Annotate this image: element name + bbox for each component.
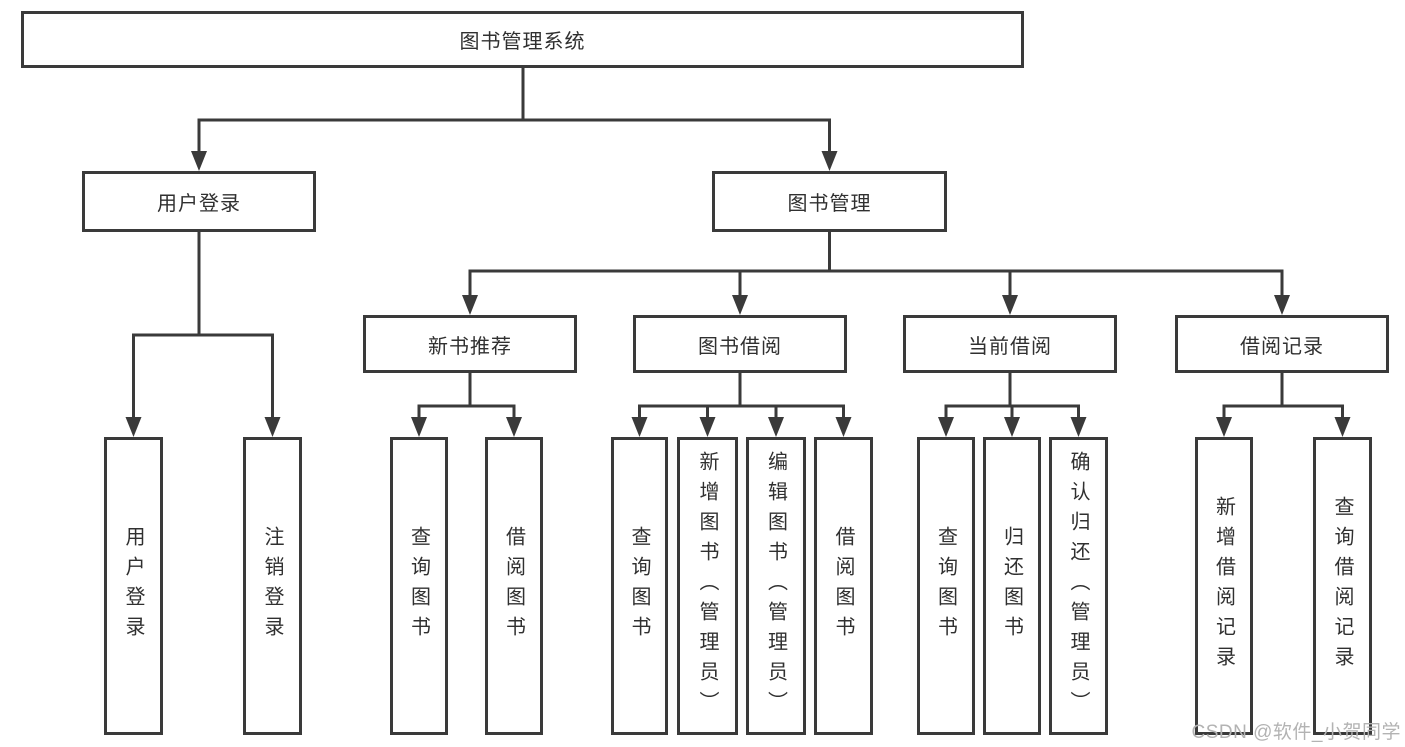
node-user-login-label: 用户登录 xyxy=(157,193,241,215)
arrowhead xyxy=(462,295,478,315)
leaf-user-login-label: 用户登录 xyxy=(122,526,144,646)
arrowhead xyxy=(699,417,716,437)
arrowhead xyxy=(938,417,954,437)
node-current-borrow-label: 当前借阅 xyxy=(968,335,1052,358)
connector-user-login-to-leaves xyxy=(132,230,274,427)
node-root: 图书管理系统 xyxy=(21,11,1024,68)
node-new-book-recommend-label: 新书推荐 xyxy=(428,335,512,358)
node-book-borrow-label: 图书借阅 xyxy=(698,335,782,358)
leaf-user-login: 用户登录 xyxy=(104,437,163,735)
leaf-add-book-admin: 新增图书（管理员） xyxy=(677,437,738,735)
leaf-add-borrow-record-label: 新增借阅记录 xyxy=(1212,496,1235,676)
arrowhead xyxy=(821,151,838,171)
leaf-return-books: 归还图书 xyxy=(983,437,1041,735)
leaf-add-borrow-record: 新增借阅记录 xyxy=(1195,437,1253,735)
node-user-login: 用户登录 xyxy=(82,171,316,232)
arrowhead xyxy=(506,417,522,437)
connector-root-to-level2 xyxy=(197,66,831,160)
arrowhead xyxy=(1216,417,1232,437)
leaf-borrow-books: 借阅图书 xyxy=(814,437,873,735)
leaf-confirm-return-admin-label: 确认归还（管理员） xyxy=(1067,451,1089,721)
leaf-query-borrow-record-label: 查询借阅记录 xyxy=(1331,496,1353,676)
leaf-borrow-books-label: 借阅图书 xyxy=(832,526,854,646)
leaf-borrow-books-recommend: 借阅图书 xyxy=(485,437,543,735)
leaf-query-books-recommend-label: 查询图书 xyxy=(407,526,430,646)
leaf-query-books-recommend: 查询图书 xyxy=(390,437,448,735)
leaf-edit-book-admin-label: 编辑图书（管理员） xyxy=(764,451,787,721)
connector-book-borrow-to-leaves xyxy=(638,371,845,427)
node-book-borrow: 图书借阅 xyxy=(633,315,847,373)
arrowhead xyxy=(1334,417,1351,437)
leaf-query-books-borrow: 查询图书 xyxy=(611,437,668,735)
arrowhead xyxy=(732,295,748,315)
arrowhead xyxy=(1070,417,1087,437)
leaf-confirm-return-admin: 确认归还（管理员） xyxy=(1049,437,1108,735)
arrowhead xyxy=(1004,417,1020,437)
node-root-label: 图书管理系统 xyxy=(459,31,586,53)
leaf-borrow-books-recommend-label: 借阅图书 xyxy=(502,526,525,646)
leaf-add-book-admin-label: 新增图书（管理员） xyxy=(696,451,718,721)
arrowhead xyxy=(264,417,281,437)
csdn-watermark: CSDN @软件_小贺同学 xyxy=(1191,722,1401,743)
arrowhead xyxy=(411,417,427,437)
arrowhead xyxy=(1274,295,1290,315)
leaf-logout-label: 注销登录 xyxy=(261,526,283,646)
leaf-query-books-borrow-label: 查询图书 xyxy=(628,526,650,646)
arrowhead xyxy=(768,417,784,437)
connector-new-book-recommend-to-leaves xyxy=(417,371,516,427)
leaf-query-books-current: 查询图书 xyxy=(917,437,975,735)
leaf-query-borrow-record: 查询借阅记录 xyxy=(1313,437,1372,735)
node-borrow-records: 借阅记录 xyxy=(1175,315,1389,373)
arrowhead xyxy=(1002,295,1018,315)
node-new-book-recommend: 新书推荐 xyxy=(363,315,577,373)
arrowhead xyxy=(835,417,852,437)
connector-current-borrow-to-leaves xyxy=(944,371,1080,427)
node-book-management-label: 图书管理 xyxy=(787,193,872,215)
arrowhead xyxy=(191,151,207,171)
connector-borrow-records-to-leaves xyxy=(1222,371,1344,427)
node-current-borrow: 当前借阅 xyxy=(903,315,1117,373)
arrowhead xyxy=(125,417,142,437)
arrowhead xyxy=(631,417,648,437)
node-borrow-records-label: 借阅记录 xyxy=(1240,335,1324,358)
connector-book-management-to-level3 xyxy=(468,230,1284,305)
leaf-query-books-current-label: 查询图书 xyxy=(934,526,957,646)
node-book-management: 图书管理 xyxy=(712,171,947,232)
leaf-edit-book-admin: 编辑图书（管理员） xyxy=(746,437,806,735)
leaf-logout: 注销登录 xyxy=(243,437,302,735)
leaf-return-books-label: 归还图书 xyxy=(1000,526,1023,646)
